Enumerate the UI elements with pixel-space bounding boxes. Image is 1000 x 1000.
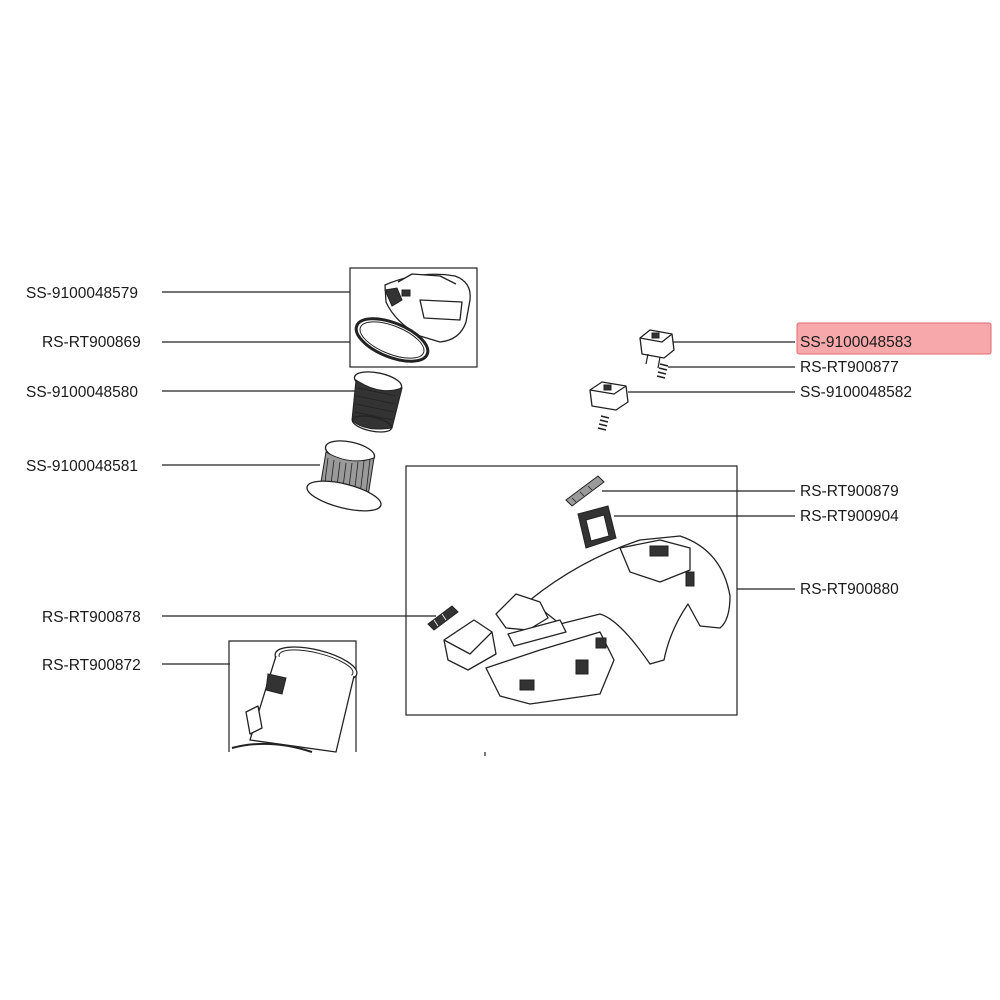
label-top-filter-cover[interactable]: SS-9100048579 <box>26 285 138 302</box>
lower-spring-drawing <box>597 415 610 431</box>
label-frame-part[interactable]: RS-RT900904 <box>800 508 899 525</box>
top-filter-cover-drawing <box>384 273 471 343</box>
housing-insert-drawing <box>443 619 497 671</box>
cover-seal-drawing <box>354 317 430 363</box>
label-housing-assembly[interactable]: RS-RT900880 <box>800 581 899 598</box>
leader-lines <box>162 291 795 665</box>
label-upper-latch[interactable]: SS-9100048583 <box>800 334 912 351</box>
label-cover-seal[interactable]: RS-RT900869 <box>42 334 141 351</box>
label-strip-part[interactable]: RS-RT900879 <box>800 483 899 500</box>
pleated-filter-drawing <box>306 440 382 512</box>
label-dust-container[interactable]: RS-RT900872 <box>42 657 141 674</box>
selected-part-highlight <box>796 322 992 355</box>
spring-drawing <box>656 363 669 379</box>
label-spring[interactable]: RS-RT900877 <box>800 359 899 376</box>
lower-latch-drawing <box>589 381 629 411</box>
label-pleated-filter[interactable]: SS-9100048581 <box>26 458 138 475</box>
label-lower-latch[interactable]: SS-9100048582 <box>800 384 912 401</box>
housing-group-frame <box>405 465 738 716</box>
frame-part-drawing <box>577 505 617 549</box>
housing-drawing <box>485 535 731 705</box>
clip-part-drawing <box>427 605 459 631</box>
cover-group-frame <box>349 267 478 368</box>
container-group-frame <box>228 640 357 752</box>
label-clip-part[interactable]: RS-RT900878 <box>42 609 141 626</box>
mesh-filter-drawing <box>351 371 403 433</box>
upper-latch-drawing <box>639 329 675 369</box>
label-mesh-filter[interactable]: SS-9100048580 <box>26 384 138 401</box>
strip-part-drawing <box>565 475 605 507</box>
dust-container-drawing <box>231 646 358 753</box>
